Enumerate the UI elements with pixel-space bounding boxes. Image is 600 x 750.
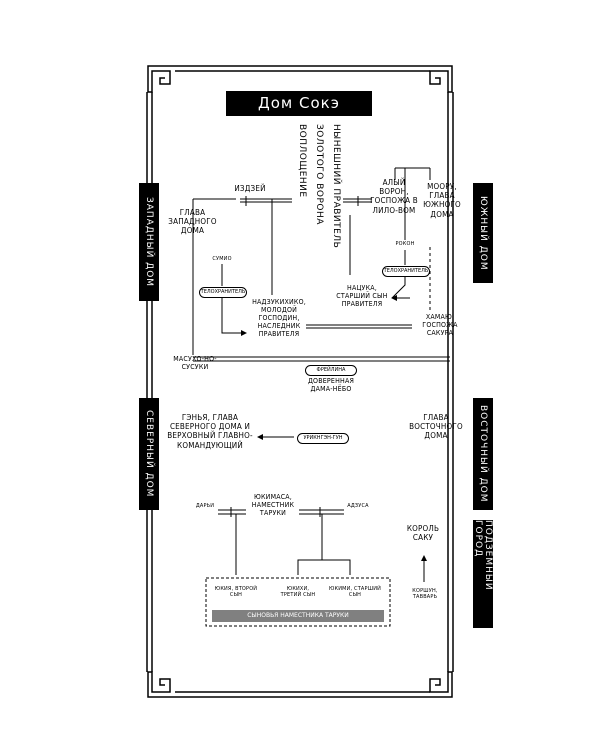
side-label-west: Западный дом <box>139 183 159 301</box>
page-title: Дом Сокэ <box>226 91 372 116</box>
person-alei-voron: Алый Ворон, госпожа в Лило-вом <box>370 178 418 215</box>
pill-freilina: Фрейлина <box>305 365 357 376</box>
ruler-column-1: Воплощение <box>297 124 307 198</box>
person-rokon: Рокон <box>395 241 415 247</box>
person-natsuka: Нацука, старший сын правителя <box>336 284 388 309</box>
person-darui: Дарьи <box>195 503 215 509</box>
person-yukimasa: Юкимаса, наместник Таруки <box>251 493 295 518</box>
person-yukitsi: Юкихи, третий сын <box>280 586 316 599</box>
person-genya: Гэнья, глава Северного дома и Верховный … <box>167 413 253 450</box>
relationship-lines <box>192 167 450 582</box>
person-yukimi: Юкими, старший сын <box>328 586 381 599</box>
person-korol: Король Саку <box>406 524 440 543</box>
ruler-column-3: Нынешний правитель <box>331 124 341 249</box>
person-korshun: Коршун, Тавварь <box>412 588 438 601</box>
person-east-head: Глава Восточного дома <box>409 413 463 441</box>
side-label-south: Южный дом <box>473 183 493 283</box>
person-kamai: Хамаю, госпожа Сакура <box>422 313 458 338</box>
person-sumio: Сумио <box>212 256 232 262</box>
person-yukiya: Юкия, второй сын <box>214 586 258 599</box>
pill-bodyguard-left: Телохранитель <box>199 287 247 298</box>
side-label-north: Северный дом <box>139 398 159 510</box>
pill-ukon: Урикнгэн-гун <box>297 433 349 444</box>
person-nadzukihiko: Надзукихико, молодой господин, наследник… <box>252 298 306 339</box>
person-mooru: Моору, глава Южного дома <box>423 182 461 219</box>
person-izdaei: Издзей <box>234 184 266 193</box>
person-doverennaya: Доверенная дама-нёбо <box>307 377 355 394</box>
side-label-underground: Подземный город <box>473 520 493 628</box>
person-masuho: Масухо-но-Сусуки <box>173 355 217 372</box>
ruler-column-2: Золотого Ворона <box>314 124 324 225</box>
person-adzusa: Адзуса <box>347 503 369 509</box>
person-west-head: Глава Западного дома <box>168 208 217 236</box>
sons-dashed-box <box>205 577 391 627</box>
side-label-east: Восточный дом <box>473 398 493 510</box>
sons-banner: Сыновья наместника Таруки <box>212 610 384 622</box>
pill-bodyguard-right: Телохранитель <box>382 266 430 277</box>
